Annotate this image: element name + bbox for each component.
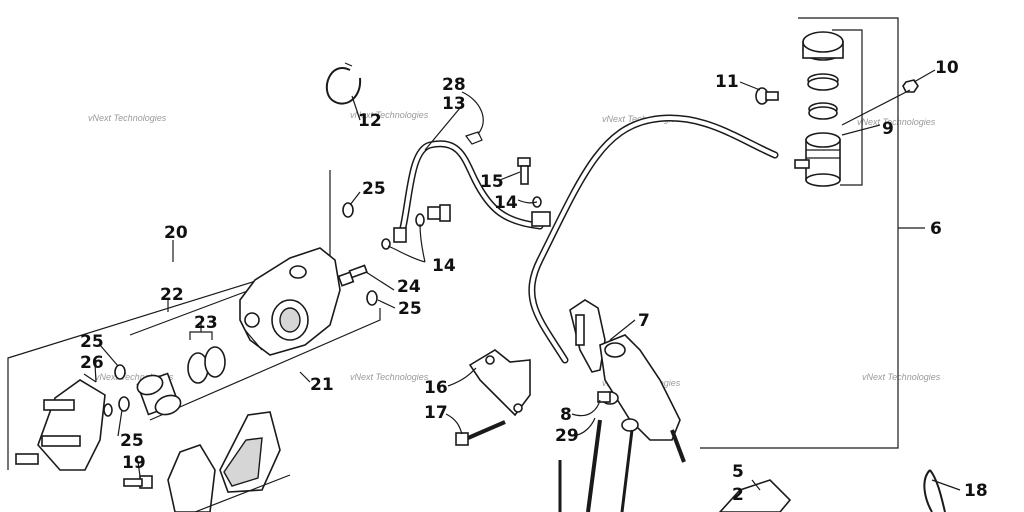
brake-hose bbox=[398, 114, 779, 364]
bolt-19 bbox=[123, 475, 153, 489]
callout-18: 18 bbox=[964, 481, 988, 501]
washer bbox=[118, 396, 130, 412]
bolt bbox=[427, 204, 451, 222]
callout-25: 25 bbox=[120, 431, 144, 451]
hose-fitting bbox=[531, 211, 551, 227]
banjo-bolt bbox=[517, 157, 531, 185]
callout-29: 29 bbox=[555, 426, 579, 446]
watermark: vNext Technologies bbox=[350, 372, 429, 382]
cotter-pin bbox=[923, 469, 946, 512]
assembly-brackets bbox=[7, 17, 925, 470]
callout-26: 26 bbox=[80, 353, 104, 373]
nut-10 bbox=[902, 79, 919, 93]
watermark: vNext Technologies bbox=[95, 372, 174, 382]
callout-6: 6 bbox=[930, 219, 942, 239]
callout-21: 21 bbox=[310, 375, 334, 395]
pad-lining bbox=[223, 437, 263, 487]
brake-pad bbox=[167, 444, 216, 512]
callout-13: 13 bbox=[442, 94, 466, 114]
master-cylinder bbox=[569, 299, 686, 463]
callout-25: 25 bbox=[80, 332, 104, 352]
mounting-bracket bbox=[468, 349, 531, 417]
callout-23: 23 bbox=[194, 313, 218, 333]
callout-24: 24 bbox=[397, 277, 421, 297]
screw-11 bbox=[755, 87, 779, 105]
bolt-17 bbox=[455, 420, 506, 446]
caliper-housing bbox=[239, 247, 341, 356]
caliper-bracket bbox=[15, 373, 106, 471]
callout-2: 2 bbox=[732, 485, 744, 505]
callout-11: 11 bbox=[715, 72, 739, 92]
callout-25: 25 bbox=[398, 299, 422, 319]
callout-16: 16 bbox=[424, 378, 448, 398]
callout-8: 8 bbox=[560, 405, 572, 425]
callout-25: 25 bbox=[362, 179, 386, 199]
watermark: vNext Technologies bbox=[350, 110, 429, 120]
watermark: vNext Technologies bbox=[862, 372, 941, 382]
reservoir-assembly bbox=[794, 31, 844, 187]
callout-28: 28 bbox=[442, 75, 466, 95]
callout-22: 22 bbox=[160, 285, 184, 305]
callouts: 28 13 12 11 10 9 6 15 14 14 25 25 25 25 … bbox=[80, 58, 988, 505]
washer bbox=[342, 202, 354, 218]
callout-7: 7 bbox=[638, 311, 650, 331]
callout-14: 14 bbox=[432, 256, 456, 276]
pedal-link bbox=[718, 479, 792, 512]
callout-12: 12 bbox=[358, 111, 382, 131]
callout-5: 5 bbox=[732, 462, 744, 482]
washer bbox=[381, 238, 391, 250]
watermark: vNext Technologies bbox=[857, 117, 936, 127]
washer bbox=[103, 403, 113, 417]
watermark: vNext Technologies bbox=[88, 113, 167, 123]
piston-seal bbox=[204, 346, 226, 378]
snap-ring bbox=[325, 67, 362, 105]
washer bbox=[366, 290, 378, 306]
callout-15: 15 bbox=[480, 172, 504, 192]
callout-20: 20 bbox=[164, 223, 188, 243]
washer bbox=[114, 364, 126, 380]
callout-9: 9 bbox=[882, 119, 894, 139]
hose-fitting bbox=[393, 227, 407, 243]
callout-19: 19 bbox=[122, 453, 146, 473]
clip bbox=[465, 131, 483, 145]
callout-14: 14 bbox=[494, 193, 518, 213]
caliper-piston bbox=[136, 372, 182, 416]
leader-lines bbox=[94, 69, 961, 491]
callout-10: 10 bbox=[935, 58, 959, 78]
bleeder-screw bbox=[337, 264, 368, 287]
callout-17: 17 bbox=[424, 403, 448, 423]
